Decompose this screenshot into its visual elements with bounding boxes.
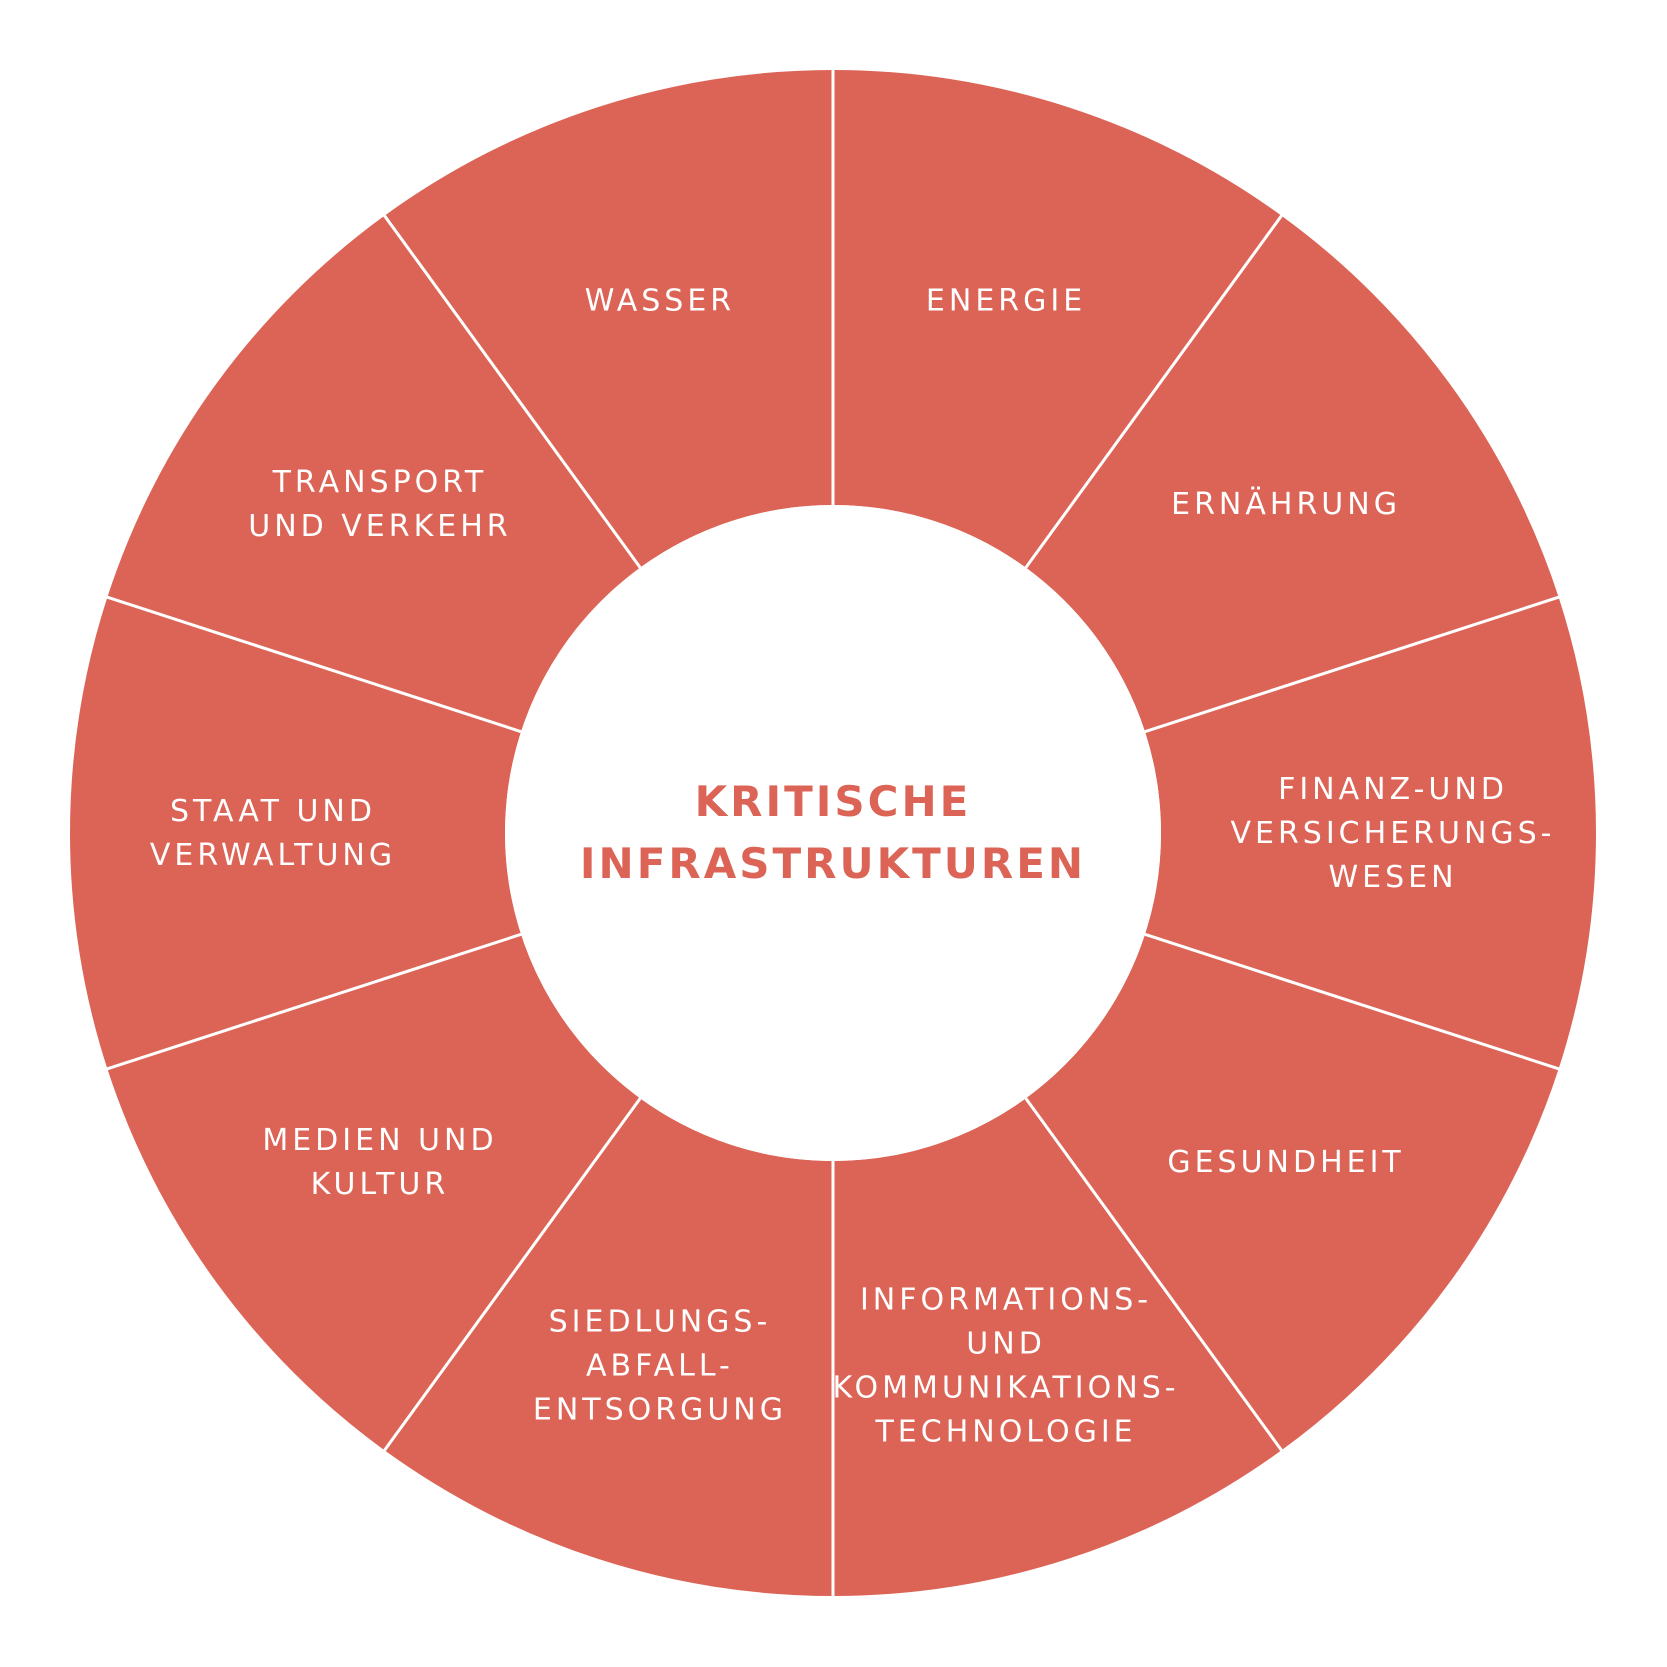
segment-label-line: TECHNOLOGIE: [874, 1415, 1136, 1450]
segment-label-energie: ENERGIE: [926, 283, 1086, 318]
divider-line: [1144, 595, 1562, 734]
dividers-layer: [104, 68, 1562, 1598]
segment-label-line: ENERGIE: [926, 283, 1086, 318]
segment-labels-layer: ENERGIE ERNÄHRUNG FINANZ-UND VERSICHERUNGS-…: [150, 283, 1555, 1450]
segment-label-line: KOMMUNIKATIONS-: [832, 1371, 1179, 1406]
segment-label-line: MEDIEN UND: [262, 1123, 497, 1158]
segment-energie: [833, 70, 1282, 568]
segment-medien: [107, 934, 641, 1451]
segment-label-line: SIEDLUNGS-: [549, 1305, 772, 1340]
segment-label-line: ENTSORGUNG: [533, 1393, 787, 1428]
segment-label-siedlungsabfall: SIEDLUNGS- ABFALL- ENTSORGUNG: [533, 1305, 787, 1428]
segment-gesundheit: [1025, 934, 1559, 1451]
divider-line: [382, 213, 642, 569]
segment-staat: [69, 597, 522, 1069]
segment-label-line: ERNÄHRUNG: [1171, 486, 1401, 522]
center-title: KRITISCHE INFRASTRUKTUREN: [580, 777, 1086, 888]
segment-ikt: [833, 1098, 1282, 1596]
segment-wasser: [384, 70, 833, 568]
segment-label-line: WASSER: [585, 283, 735, 318]
segment-label-line: GESUNDHEIT: [1167, 1145, 1404, 1180]
segment-label-line: VERWALTUNG: [150, 838, 396, 873]
segment-label-wasser: WASSER: [585, 283, 735, 318]
segment-label-finanz: FINANZ-UND VERSICHERUNGS- WESEN: [1230, 772, 1555, 895]
divider-line: [1024, 1097, 1284, 1453]
segment-label-line: VERSICHERUNGS-: [1230, 816, 1555, 851]
segment-label-line: FINANZ-UND: [1278, 772, 1508, 807]
segment-label-ernaehrung: ERNÄHRUNG: [1171, 486, 1401, 522]
divider-line: [104, 932, 522, 1071]
segment-siedlungsabfall: [384, 1098, 833, 1596]
segment-label-line: UND: [966, 1327, 1046, 1362]
segment-label-line: INFORMATIONS-: [860, 1283, 1152, 1318]
segment-transport: [107, 215, 641, 732]
divider-line: [104, 595, 522, 734]
segment-label-gesundheit: GESUNDHEIT: [1167, 1145, 1404, 1180]
segment-label-line: KULTUR: [311, 1167, 450, 1202]
segment-label-line: TRANSPORT: [272, 465, 488, 500]
segment-ernaehrung: [1025, 215, 1559, 732]
center-title-line: INFRASTRUKTUREN: [580, 839, 1086, 888]
segments-layer: [69, 70, 1596, 1596]
segment-label-line: STAAT UND: [170, 794, 376, 829]
segment-label-line: WESEN: [1328, 860, 1457, 895]
divider-line: [1144, 932, 1562, 1071]
center-title-line: KRITISCHE: [695, 777, 972, 826]
divider-line: [382, 1097, 642, 1453]
segment-finanz: [1144, 597, 1596, 1069]
center-circle: [505, 505, 1161, 1161]
segment-label-staat: STAAT UND VERWALTUNG: [150, 794, 396, 873]
segment-label-ikt: INFORMATIONS- UND KOMMUNIKATIONS- TECHNOLOG…: [832, 1283, 1179, 1450]
segment-label-line: ABFALL-: [586, 1349, 734, 1384]
segment-label-medien: MEDIEN UND KULTUR: [262, 1123, 497, 1202]
divider-line: [1024, 213, 1284, 569]
segment-label-transport: TRANSPORT UND VERKEHR: [248, 465, 511, 544]
segment-label-line: UND VERKEHR: [248, 509, 511, 544]
